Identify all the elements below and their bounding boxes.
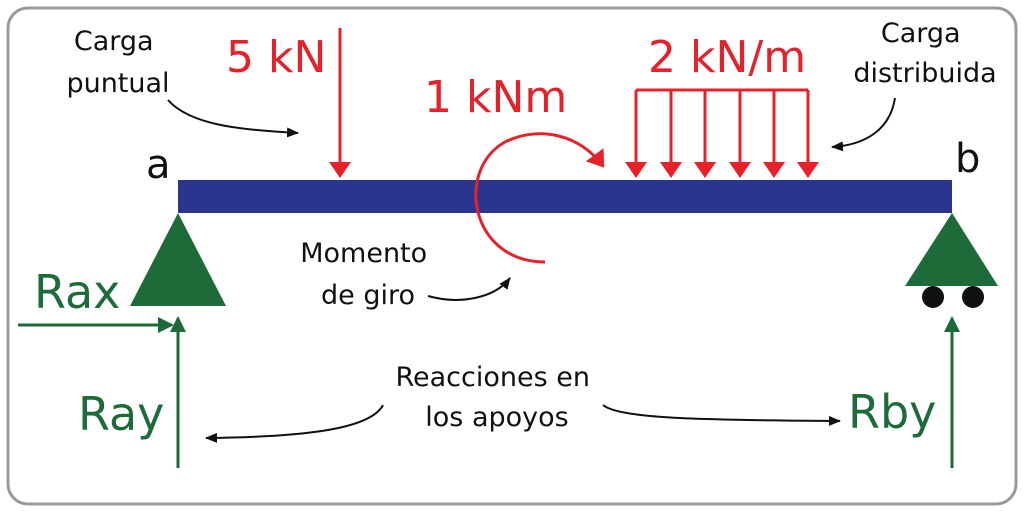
- point-load-value: 5 kN: [226, 32, 326, 83]
- moment-value: 1 kNm: [424, 72, 567, 123]
- roller-wheel: [962, 286, 984, 308]
- moment-label: Momento de giro: [300, 238, 436, 311]
- point-b-label: b: [955, 136, 980, 182]
- distributed-load-arrows: [625, 88, 819, 178]
- moment-arrow: [474, 132, 605, 264]
- reactions-pointer-left: [205, 404, 384, 443]
- distributed-load-label: Carga distribuida: [853, 18, 996, 89]
- roller-wheel: [922, 286, 944, 308]
- rby-label: Rby: [848, 385, 936, 439]
- beam: [178, 180, 952, 213]
- point-load-label: Carga puntual: [66, 26, 169, 99]
- roller-support: [905, 213, 998, 286]
- ray-label: Ray: [78, 387, 164, 441]
- distributed-load-pointer: [831, 97, 896, 152]
- distributed-load-value: 2 kN/m: [648, 32, 806, 83]
- pin-support: [130, 213, 226, 306]
- rax-label: Rax: [34, 265, 120, 319]
- moment-pointer: [427, 277, 511, 301]
- point-a-label: a: [146, 142, 171, 188]
- point-load-pointer: [167, 99, 299, 138]
- reactions-pointer-right: [602, 404, 841, 426]
- reactions-label: Reacciones en los apoyos: [395, 362, 598, 433]
